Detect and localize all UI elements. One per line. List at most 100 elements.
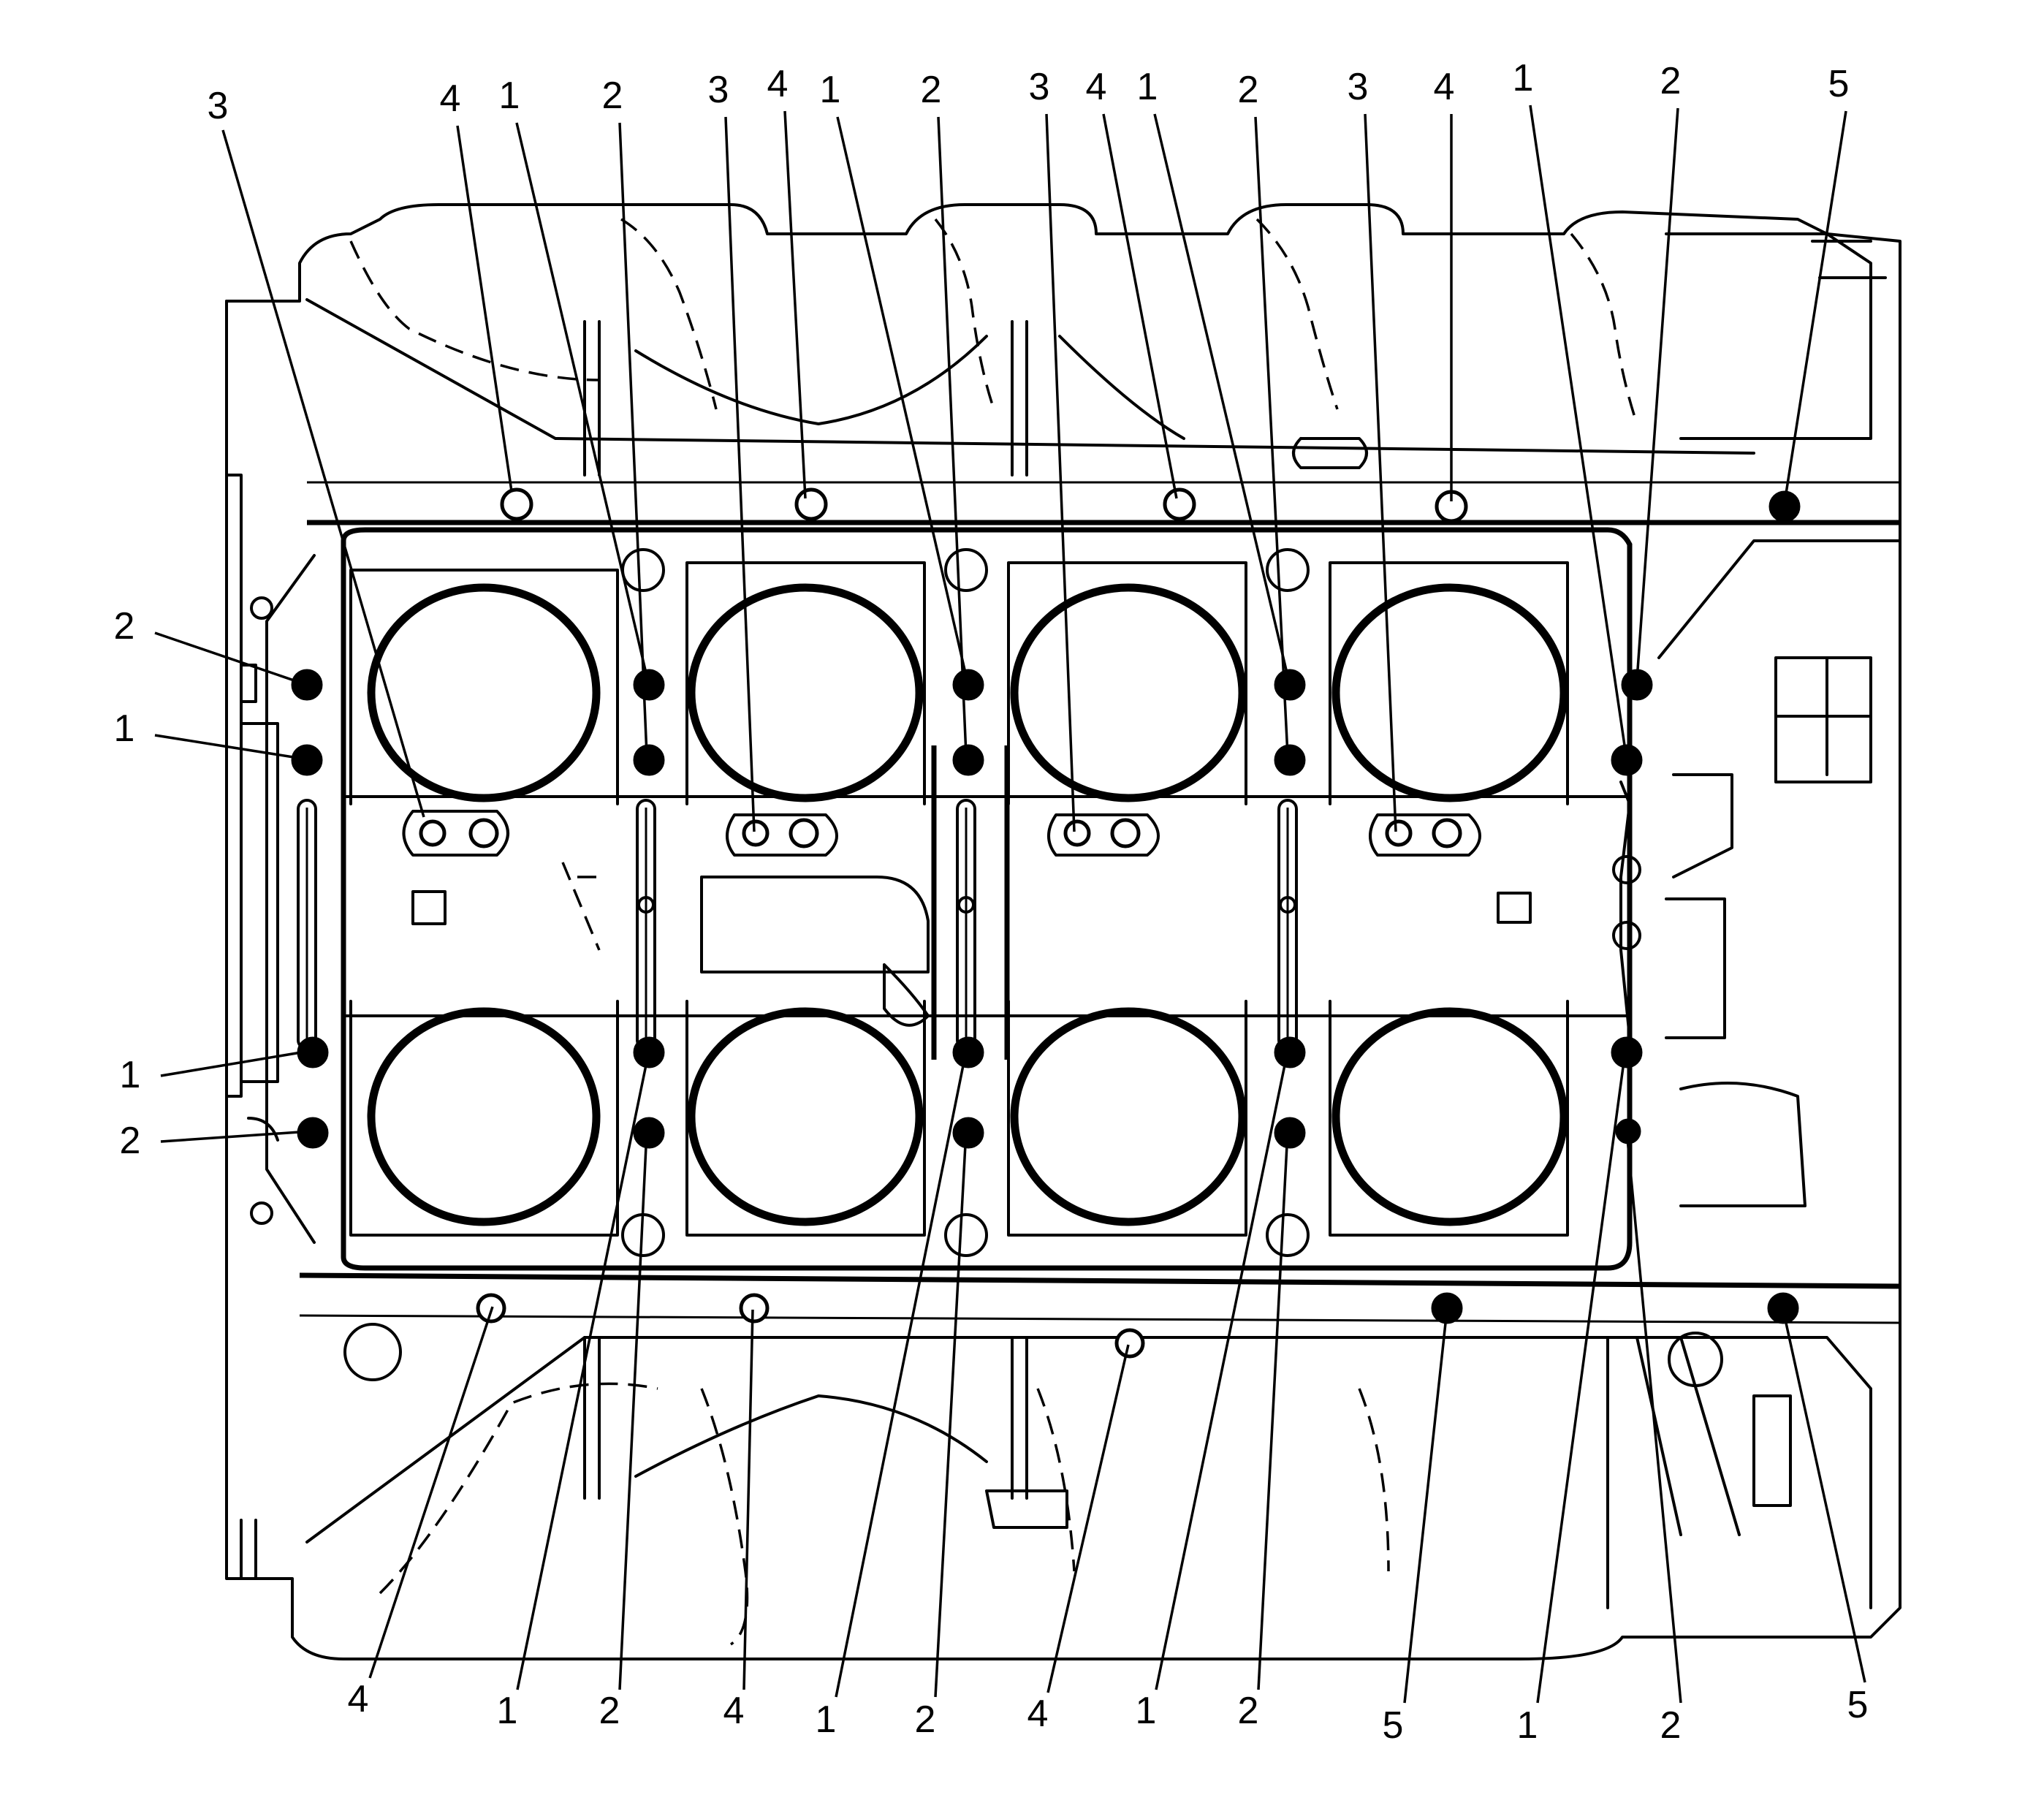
bolt-4-top-1 [500, 487, 533, 521]
callout-number: 2 [921, 69, 942, 111]
callout-number: 3 [208, 85, 229, 127]
callout-number: 1 [114, 707, 135, 750]
callout-number: 3 [708, 69, 729, 111]
callout-number: 5 [1828, 63, 1850, 105]
callout-1-22: 1 [497, 1050, 650, 1732]
callout-leader-line [1257, 1131, 1289, 1690]
bolt-2-u-2 [952, 669, 984, 701]
bolt-2-u-0 [291, 669, 323, 701]
callout-1-28: 1 [1136, 1050, 1289, 1732]
callout-number: 3 [1348, 66, 1369, 108]
callout-4-24: 4 [723, 1309, 754, 1732]
bolt-4-bot-2 [739, 1293, 770, 1324]
callout-leader-line [1046, 1344, 1130, 1693]
callout-1-25: 1 [816, 1050, 968, 1741]
block-outline [225, 203, 1901, 1660]
callout-1-31: 1 [1517, 1050, 1627, 1747]
callout-leader-line [456, 125, 513, 492]
callout-1-2: 1 [499, 75, 648, 677]
callout-leader-line [1625, 1131, 1682, 1704]
callout-number: 4 [1086, 66, 1107, 108]
callout-number: 2 [1660, 60, 1682, 102]
callout-leader-line [221, 129, 425, 818]
callout-leader-line [516, 1050, 650, 1690]
callout-number: 2 [1660, 1704, 1682, 1747]
slot-4 [1277, 799, 1298, 1050]
callout-leader-line [783, 110, 807, 499]
callout-number: 2 [114, 605, 135, 648]
callout-number: 4 [723, 1690, 745, 1732]
callout-leader-line [1155, 1050, 1289, 1690]
bore-lower-1 [349, 1000, 619, 1237]
bore-lower-4 [1329, 1000, 1569, 1237]
bolt-5-top [1768, 490, 1801, 523]
callout-number: 5 [1383, 1704, 1404, 1747]
callout-number: 2 [120, 1120, 141, 1162]
bolt-1-l-2 [952, 1036, 984, 1068]
bolt-5-bot-1 [1431, 1292, 1463, 1324]
bore-upper-2 [685, 561, 926, 805]
callout-1-18: 1 [114, 707, 303, 760]
bolt-1-u-3 [1274, 744, 1306, 776]
callout-leader-line [1635, 107, 1679, 680]
callout-number: 2 [915, 1698, 936, 1741]
callout-2-17: 2 [114, 605, 303, 685]
callout-2-7: 2 [921, 69, 968, 756]
callout-number: 2 [1238, 69, 1259, 111]
bolt-1-l-4 [1611, 1036, 1643, 1068]
callout-2-15: 2 [1635, 60, 1682, 680]
callout-3-8: 3 [1029, 66, 1076, 832]
bolt-1-u-1 [633, 744, 665, 776]
callout-2-26: 2 [915, 1131, 968, 1741]
callout-leader-line [368, 1306, 494, 1679]
bore-upper-1 [349, 569, 619, 805]
callout-3-0: 3 [208, 85, 425, 818]
callout-leader-line [154, 734, 303, 760]
callout-leader-line [1529, 105, 1628, 761]
callout-leader-line [160, 1130, 311, 1143]
callout-1-10: 1 [1137, 66, 1289, 677]
boss-1 [402, 810, 509, 857]
callout-number: 1 [1137, 66, 1158, 108]
callout-number: 1 [499, 75, 520, 117]
callout-number: 1 [816, 1698, 837, 1741]
bolt-2-u-1 [633, 669, 665, 701]
callout-2-20: 2 [120, 1120, 311, 1162]
callout-4-5: 4 [767, 63, 807, 499]
bolt-2-l-3 [1274, 1117, 1306, 1149]
callout-4-21: 4 [348, 1306, 494, 1720]
callout-2-29: 2 [1238, 1131, 1289, 1732]
callout-5-16: 5 [1783, 63, 1850, 504]
bolt-2-l-2 [952, 1117, 984, 1149]
callout-5-30: 5 [1383, 1309, 1448, 1747]
callout-leader-line [937, 116, 968, 756]
callout-leader-line [1153, 113, 1289, 677]
callout-leader-line [515, 122, 648, 677]
callout-4-1: 4 [440, 77, 513, 492]
callout-number: 4 [1027, 1693, 1049, 1735]
lifter-bosses [402, 810, 1481, 857]
bolt-4-bot-3 [1114, 1328, 1145, 1359]
callout-leader-line [835, 1050, 968, 1698]
bore-lower-2 [685, 1000, 926, 1237]
callout-number: 1 [120, 1054, 141, 1096]
callout-leader-line [724, 116, 756, 832]
boss-2 [726, 813, 838, 857]
callout-leader-line [1403, 1309, 1448, 1704]
callout-number: 2 [602, 75, 623, 117]
callout-2-32: 2 [1625, 1131, 1682, 1747]
callout-1-6: 1 [820, 69, 968, 677]
bore-lower-3 [1007, 1000, 1247, 1237]
boss-3 [1047, 813, 1160, 857]
callout-leader-line [1783, 110, 1847, 504]
cylinder-bores [342, 561, 1631, 1237]
lower-casting-detail [305, 1336, 1872, 1646]
callout-leader-line [618, 1131, 648, 1690]
bolt-4-top-2 [794, 487, 828, 521]
callout-leader-line [160, 1049, 311, 1077]
upper-casting-detail [305, 218, 1887, 477]
callout-leader-line [836, 116, 968, 677]
callout-number: 4 [767, 63, 789, 105]
callout-number: 3 [1029, 66, 1050, 108]
callout-leader-line [1364, 113, 1397, 832]
